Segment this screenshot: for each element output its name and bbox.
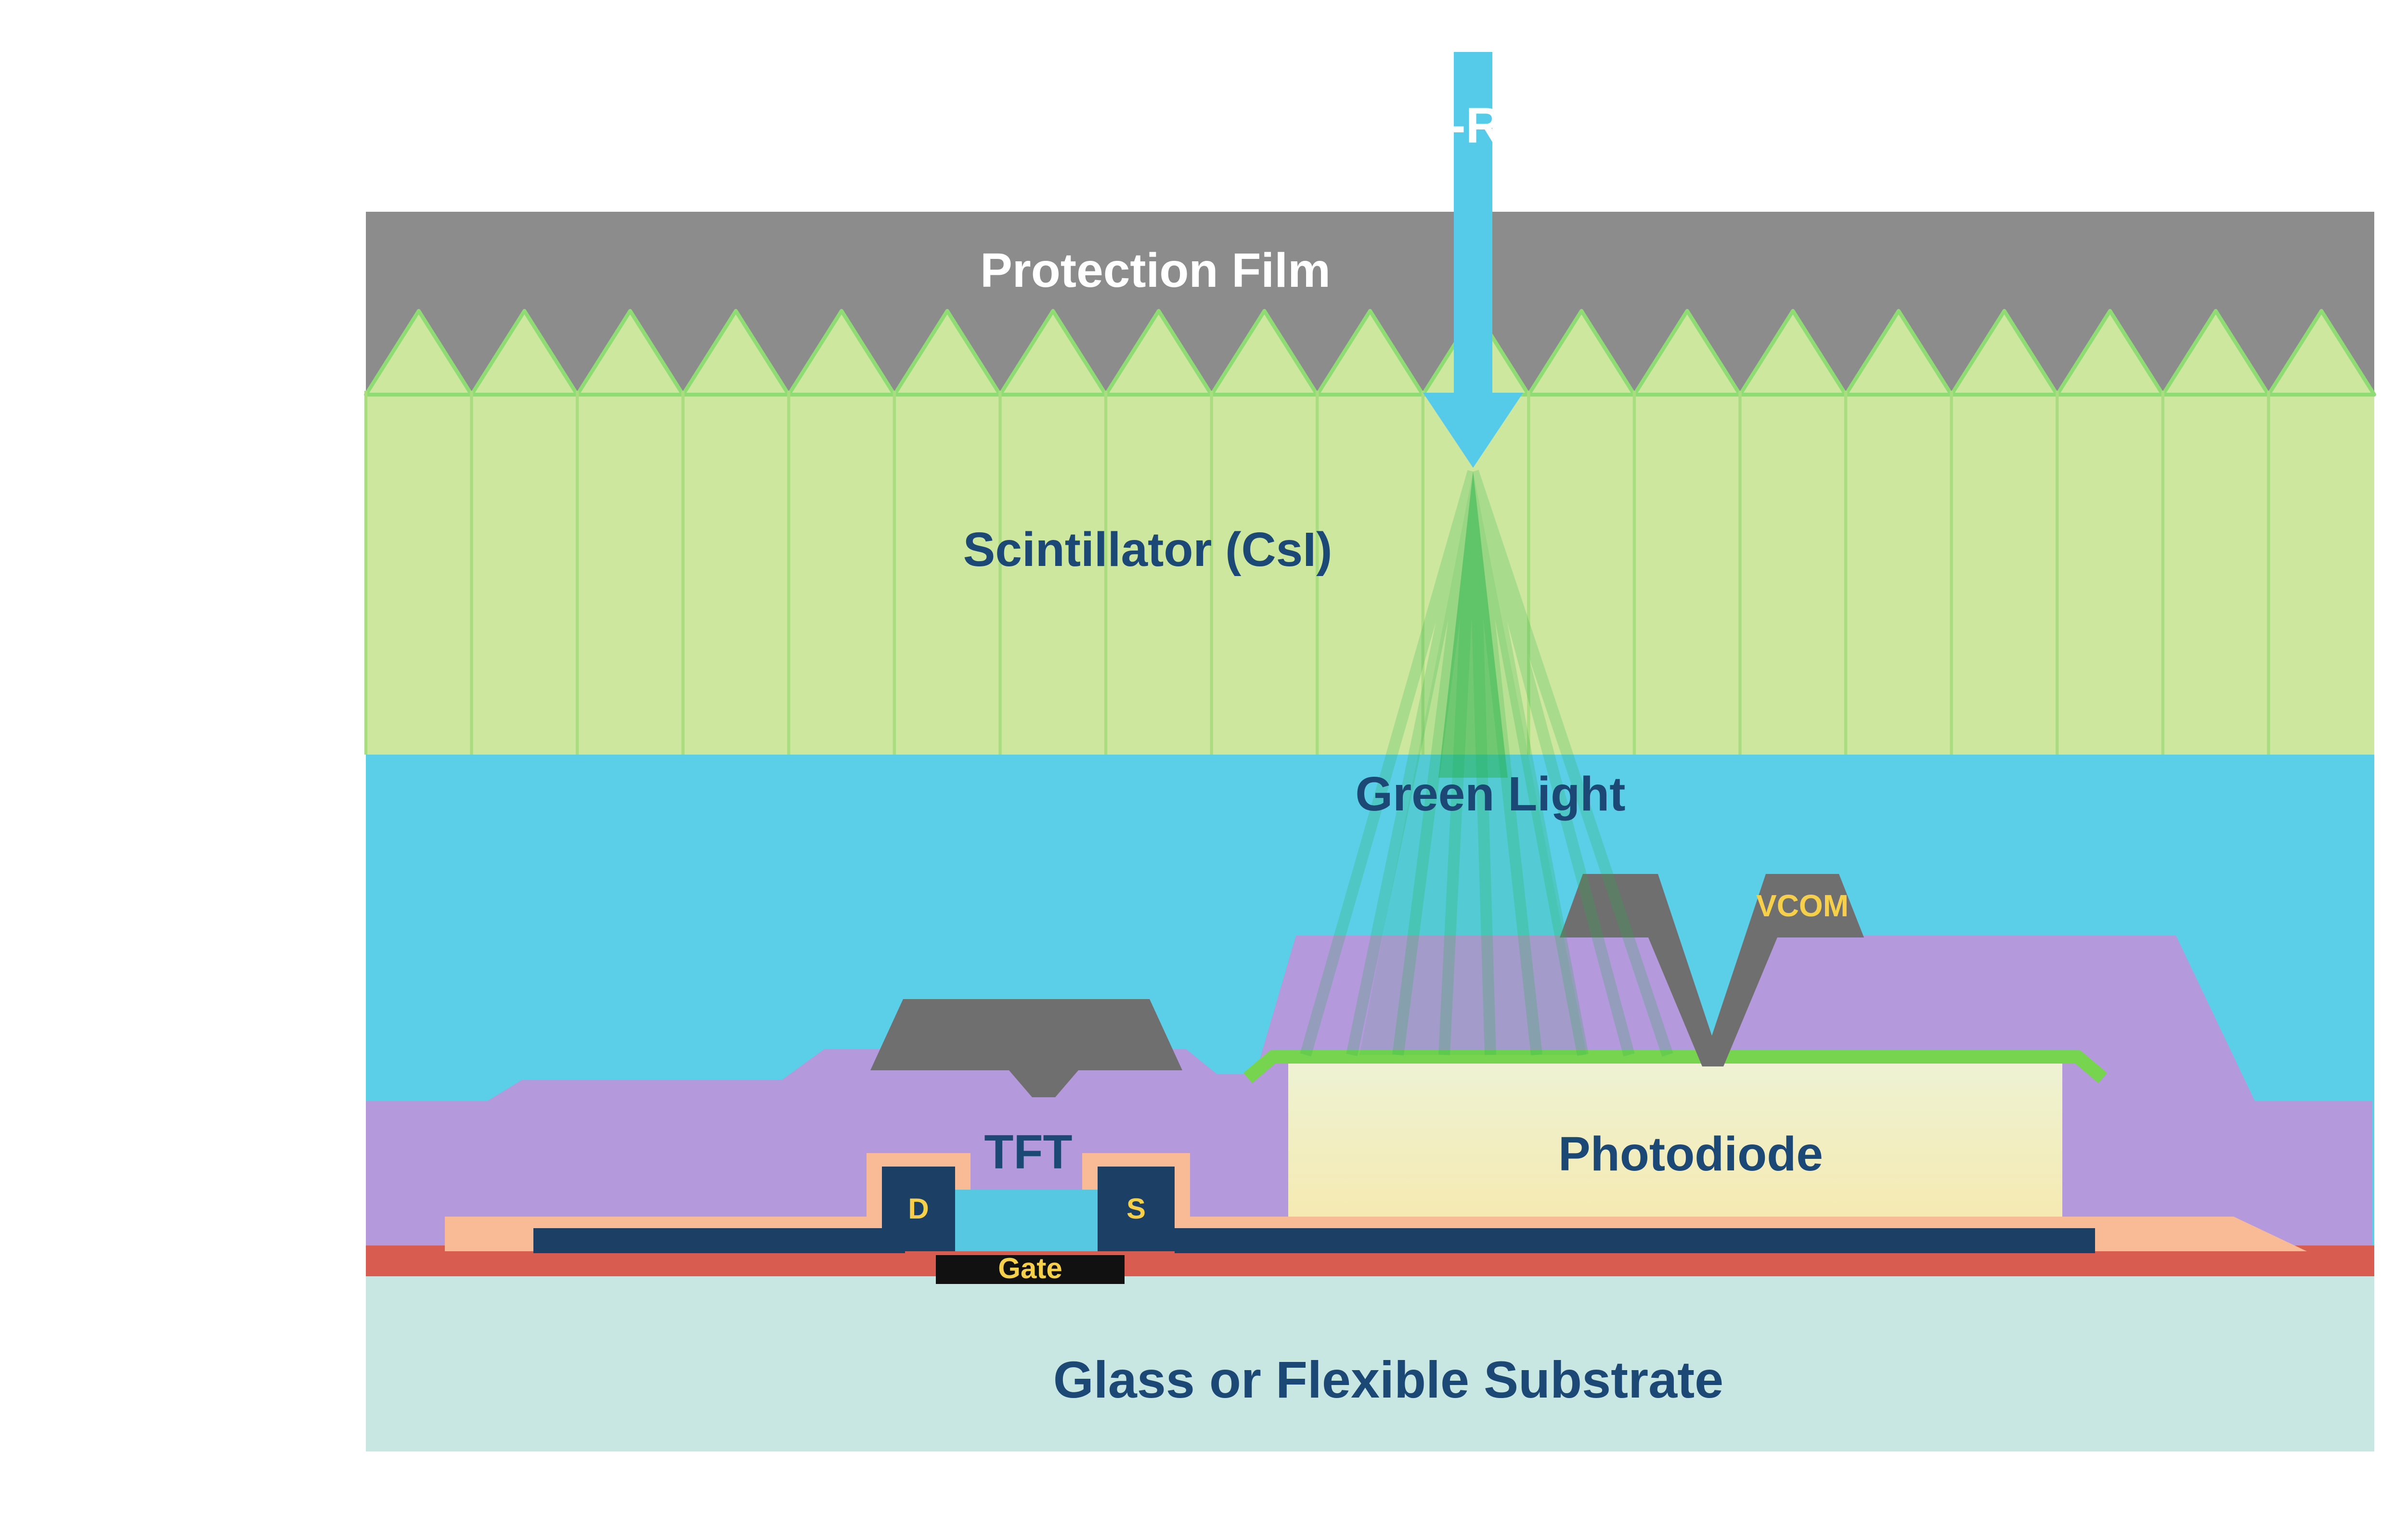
tft-label: TFT — [984, 1125, 1072, 1179]
scintillator-label: Scintillator (CsI) — [963, 523, 1333, 577]
xray-label: X-Ray — [1416, 98, 1558, 154]
substrate-layer — [366, 1276, 2374, 1451]
bottom-metal-line — [1175, 1228, 2095, 1253]
vcom-label: VCOM — [1756, 888, 1849, 923]
green-light-label: Green Light — [1355, 767, 1625, 821]
photodiode-body — [1288, 1051, 2062, 1232]
drain-electrode — [882, 1167, 955, 1251]
photodiode-green-top-edge — [1243, 1050, 2108, 1083]
green-light-rays — [1300, 470, 1673, 1057]
vcom-electrode — [1560, 874, 1864, 1066]
left-metal-line — [533, 1228, 905, 1253]
tft-gate-label: Gate — [998, 1252, 1062, 1284]
photodiode-label: Photodiode — [1558, 1127, 1823, 1181]
tft-channel — [955, 1190, 1098, 1251]
protection-film-label: Protection Film — [980, 244, 1331, 297]
left-electrode — [870, 999, 1182, 1097]
tft-drain-label: D — [908, 1193, 929, 1225]
gate-electrode — [936, 1255, 1125, 1284]
substrate-label: Glass or Flexible Substrate — [1053, 1350, 1724, 1409]
tft-source-label: S — [1126, 1193, 1146, 1225]
scintillator-layer — [366, 393, 2374, 755]
xray-arrow — [1423, 52, 1523, 468]
source-electrode — [1098, 1167, 1175, 1251]
